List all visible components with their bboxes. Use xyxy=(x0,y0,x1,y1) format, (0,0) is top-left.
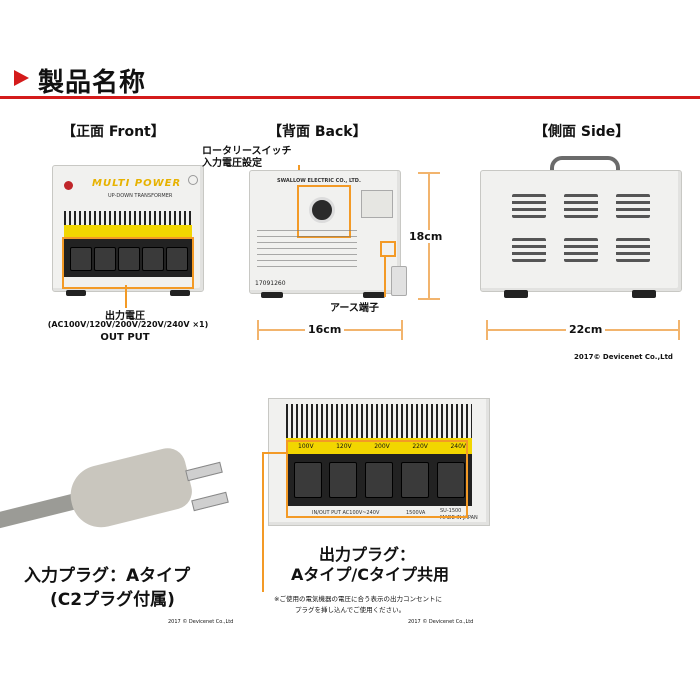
front-vent xyxy=(64,211,192,225)
closeup-callout-v xyxy=(262,452,264,592)
output-plug-label-1: 出力プラグ： xyxy=(318,545,415,564)
front-device-image: MULTI POWER UP-DOWN TRANSFORMER xyxy=(52,165,204,297)
front-sub: UP-DOWN TRANSFORMER xyxy=(108,193,173,199)
logo-icon xyxy=(188,175,198,185)
rotary-label-2: 入力電圧設定 xyxy=(202,158,262,169)
voltage-100v: 100V xyxy=(298,443,314,450)
side-device-image xyxy=(478,152,684,300)
back-fuse-panel xyxy=(361,190,393,218)
front-view-title: 【正面 Front】 xyxy=(62,124,165,140)
closeup-model: SU-1500 xyxy=(440,508,462,514)
note-line-2: プラグを挿し込んでご使用ください。 xyxy=(295,606,406,614)
front-outlet-panel xyxy=(64,239,192,277)
outlet-220v xyxy=(401,462,429,498)
outlet-100v xyxy=(294,462,322,498)
power-lamp-icon xyxy=(64,181,73,190)
front-callout-line xyxy=(125,285,127,308)
outlet-240v xyxy=(437,462,465,498)
front-label-3: OUT PUT xyxy=(100,332,150,343)
rotary-label-1: ロータリースイッチ xyxy=(202,146,292,157)
input-plug-label-2: (C2プラグ付属) xyxy=(50,590,175,610)
front-label-1: 出力電圧 xyxy=(105,311,145,322)
rotary-switch-icon xyxy=(309,197,335,223)
earth-highlight xyxy=(380,241,396,257)
back-instructions xyxy=(257,230,357,272)
voltage-labels: 100V 120V 200V 220V 240V xyxy=(298,443,466,450)
front-label-2: (AC100V/120V/200V/220V/240V ×1) xyxy=(47,320,209,329)
closeup-va: 1500VA xyxy=(406,510,426,516)
side-width-label: 22cm xyxy=(566,323,606,336)
closeup-copyright: 2017 © Devicenet Co.,Ltd xyxy=(408,619,474,625)
earth-label: アース端子 xyxy=(330,303,379,314)
closeup-vent xyxy=(286,404,472,438)
closeup-made: MADE IN JAPAN xyxy=(440,515,478,521)
output-plug-label-2: Aタイプ/Cタイプ共用 xyxy=(291,565,449,584)
back-serial: 17091260 xyxy=(255,280,286,287)
voltage-200v: 200V xyxy=(374,443,390,450)
closeup-outlet-highlight xyxy=(286,440,468,518)
header-arrow-icon xyxy=(14,70,29,86)
closeup-voltage-strip xyxy=(286,438,472,454)
closeup-io-label: IN/OUT PUT AC100V~240V xyxy=(312,510,380,516)
header-divider xyxy=(0,96,700,99)
back-width-label: 16cm xyxy=(305,323,345,336)
note-line-1: ※ご使用の電気機器の電圧に合う表示の出力コンセントに xyxy=(274,595,442,603)
front-voltage-strip xyxy=(64,225,192,239)
voltage-220v: 220V xyxy=(412,443,428,450)
front-outlet-highlight xyxy=(62,237,194,289)
back-cord-icon xyxy=(391,266,407,296)
input-plug-label-1: 入力プラグ：Aタイプ xyxy=(24,566,191,586)
outlet-200v xyxy=(365,462,393,498)
side-copyright: 2017© Devicenet Co.,Ltd xyxy=(574,353,673,361)
input-plug-image xyxy=(0,440,260,550)
page-title: 製品名称 xyxy=(38,68,147,98)
plug-copyright: 2017 © Devicenet Co.,Ltd xyxy=(168,619,234,625)
closeup-callout-h xyxy=(262,452,288,454)
closeup-device-image: IN/OUT PUT AC100V~240V 1500VA SU-1500 MA… xyxy=(268,398,490,528)
earth-callout-line xyxy=(384,255,386,297)
closeup-outlet-panel xyxy=(286,454,472,506)
side-view-title: 【側面 Side】 xyxy=(534,124,630,140)
outlet-120v xyxy=(329,462,357,498)
height-label: 18cm xyxy=(407,230,445,243)
front-brand: MULTI POWER xyxy=(92,178,182,189)
voltage-120v: 120V xyxy=(336,443,352,450)
back-view-title: 【背面 Back】 xyxy=(268,124,367,140)
back-device-image: SWALLOW ELECTRIC CO., LTD. 17091260 xyxy=(249,170,407,300)
voltage-240v: 240V xyxy=(450,443,466,450)
handle-icon xyxy=(550,156,620,174)
back-brand: SWALLOW ELECTRIC CO., LTD. xyxy=(277,178,361,184)
